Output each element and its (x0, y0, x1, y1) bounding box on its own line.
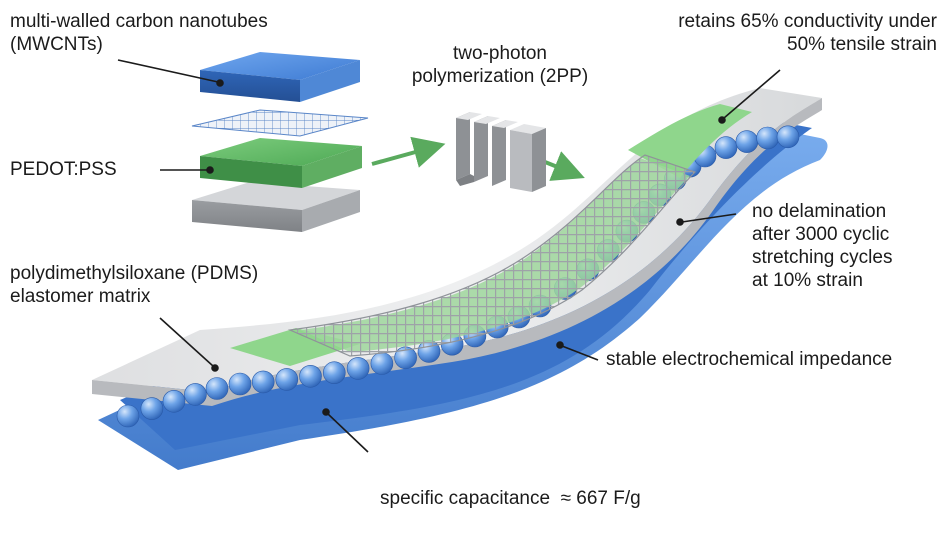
label-mwcnt-line1: multi-walled carbon nanotubes (10, 11, 268, 32)
leader-impedance (556, 341, 599, 361)
mwcnt-layer (200, 52, 360, 102)
label-conductivity-line1: retains 65% conductivity under (678, 11, 937, 32)
bead (322, 361, 346, 385)
label-2pp-line2: polymerization (2PP) (411, 66, 589, 87)
2pp-blocks (456, 112, 546, 192)
leader-pedot (160, 166, 214, 174)
label-pedot-line1: PEDOT:PSS (10, 159, 117, 180)
leader-capacitance (322, 408, 369, 453)
label-delamination-line3: stretching cycles (752, 247, 893, 268)
label-pdms-line2: elastomer matrix (10, 286, 151, 307)
bead (714, 136, 738, 159)
label-pdms: polydimethylsiloxane (PDMS) elastomer ma… (10, 262, 258, 308)
bead (251, 370, 275, 394)
bead (735, 130, 759, 153)
label-capacitance-line1: specific capacitance ≈ 667 F/g (380, 488, 641, 509)
leader-lines (117, 59, 781, 453)
layer-stack (191, 52, 369, 232)
label-pdms-line1: polydimethylsiloxane (PDMS) (10, 263, 259, 284)
mwcnt-mesh-sheet (191, 109, 369, 137)
label-impedance: stable electrochemical impedance (606, 348, 892, 371)
bead (228, 372, 252, 396)
label-delamination: no delamination after 3000 cyclic stretc… (752, 200, 892, 292)
process-arrow-1 (371, 136, 446, 168)
pedot-layer (200, 138, 362, 188)
label-2pp-line1: two-photon (452, 43, 547, 64)
bead (346, 357, 370, 380)
bead (275, 368, 299, 391)
bead (140, 397, 164, 420)
label-capacitance: specific capacitance ≈ 667 F/g (380, 441, 641, 556)
diagram: multi-walled carbon nanotubes (MWCNTs) t… (10, 10, 937, 509)
bead (756, 126, 779, 150)
bead (162, 389, 186, 413)
leader-mwcnt (117, 59, 224, 87)
bead (116, 404, 140, 428)
label-delamination-line2: after 3000 cyclic (752, 224, 890, 245)
bead (205, 377, 229, 400)
bead (776, 125, 800, 149)
leader-pdms (159, 317, 219, 372)
pdms-base-layer (192, 182, 360, 232)
label-2pp: two-photon polymerization (2PP) (395, 42, 605, 88)
label-pedot: PEDOT:PSS (10, 158, 117, 181)
bead (184, 383, 207, 406)
label-mwcnt: multi-walled carbon nanotubes (MWCNTs) (10, 10, 268, 56)
leader-conductivity (718, 69, 781, 124)
label-conductivity: retains 65% conductivity under 50% tensi… (678, 10, 937, 56)
label-mwcnt-line2: (MWCNTs) (10, 34, 103, 55)
diagram-illustration (92, 52, 828, 470)
bead (299, 364, 322, 388)
label-delamination-line4: at 10% strain (752, 270, 863, 291)
bead (370, 352, 394, 375)
wire-mesh (287, 154, 697, 357)
pdms-strip-edge (92, 98, 822, 406)
label-impedance-line1: stable electrochemical impedance (606, 349, 893, 370)
label-conductivity-line2: 50% tensile strain (787, 34, 937, 55)
label-delamination-line1: no delamination (752, 201, 887, 222)
leader-delamination (676, 213, 737, 226)
